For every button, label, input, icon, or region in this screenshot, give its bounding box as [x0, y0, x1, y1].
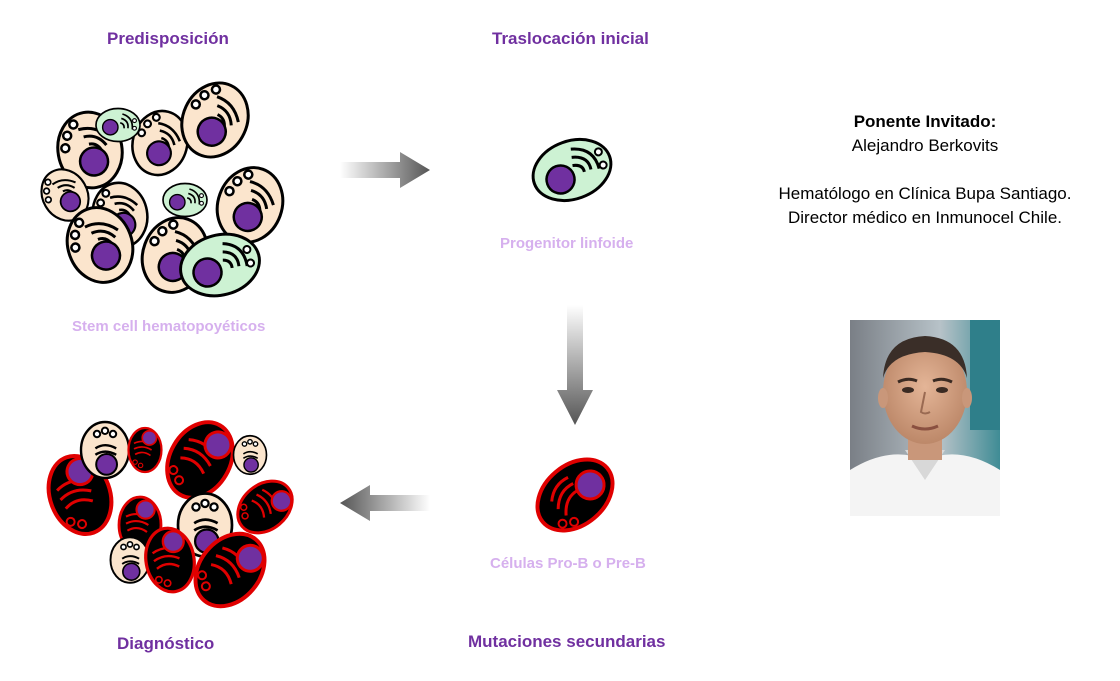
- speaker-info: Ponente Invitado: Alejandro Berkovits He…: [740, 110, 1110, 230]
- pro-pre-b-cell: [535, 457, 615, 533]
- lymphoid-progenitor-cell: [531, 138, 613, 202]
- lymphoid-progenitor-label: Progenitor linfoide: [500, 235, 634, 252]
- arrow-right-icon: [340, 152, 430, 188]
- arrow-left-icon: [340, 485, 430, 521]
- speaker-photo: [850, 320, 1000, 516]
- speaker-name: Alejandro Berkovits: [851, 136, 999, 155]
- diagnosis-cell-cluster: [36, 408, 304, 622]
- diagnosis-title: Diagnóstico: [117, 634, 215, 653]
- speaker-role-2: Director médico en Inmunocel Chile.: [787, 208, 1062, 227]
- predisposition-title: Predisposición: [107, 29, 229, 48]
- stem-cells-label: Stem cell hematopoyéticos: [72, 318, 266, 335]
- arrow-down-icon: [557, 305, 593, 425]
- secondary-mutations-title: Mutaciones secundarias: [468, 632, 666, 651]
- speaker-heading: Ponente Invitado:: [853, 112, 997, 131]
- pro-pre-b-label: Células Pro-B o Pre-B: [490, 555, 646, 572]
- initial-translocation-title: Traslocación inicial: [492, 29, 649, 48]
- stem-cell-cluster: [31, 70, 295, 306]
- speaker-role-1: Hematólogo en Clínica Bupa Santiago.: [778, 184, 1072, 203]
